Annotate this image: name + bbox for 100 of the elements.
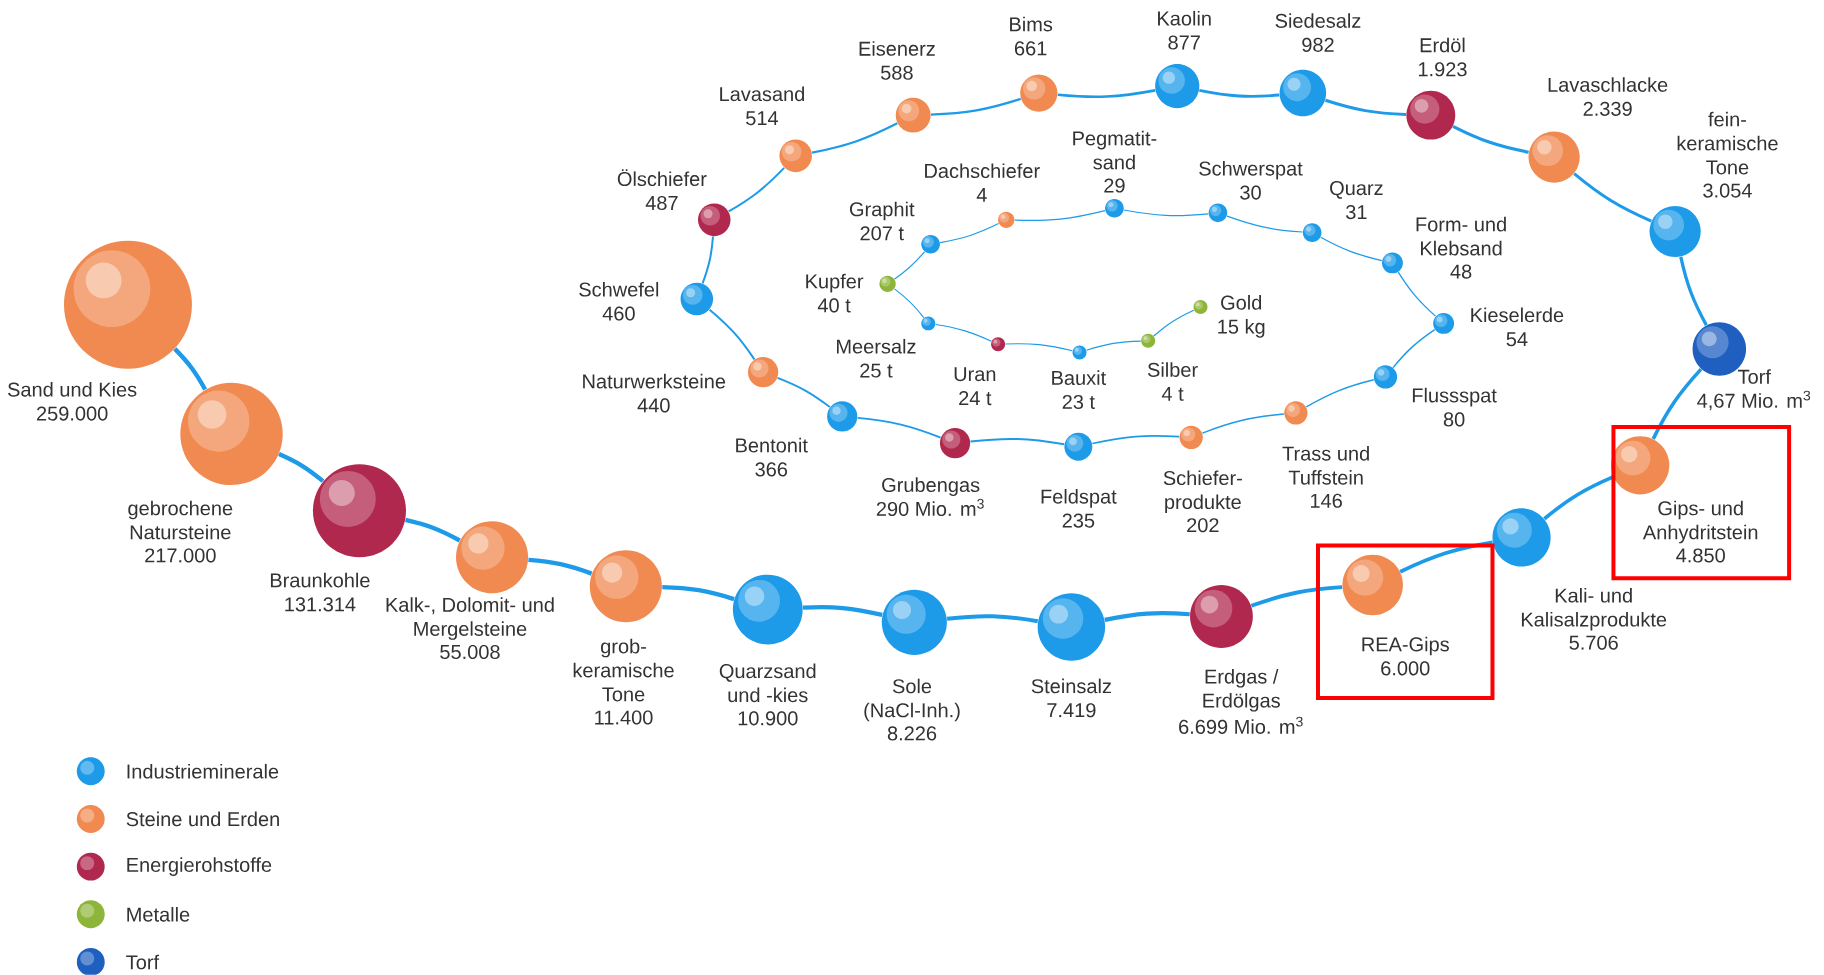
sphere — [180, 382, 283, 486]
spiral-line — [1679, 256, 1708, 326]
sphere — [939, 428, 971, 459]
mineral-label: Kaolin 877 — [1158, 11, 1211, 50]
sphere — [1141, 333, 1156, 348]
sphere — [1064, 432, 1093, 461]
spiral-line — [1057, 89, 1156, 99]
spiral-line — [701, 235, 714, 285]
spiral-line — [1004, 343, 1073, 352]
mineral-label: Sole (NaCl-Inh.) 8.226 — [864, 678, 960, 741]
sphere — [1208, 203, 1228, 223]
spiral-line — [708, 308, 756, 361]
mineral-label: Meersalz 25 t — [837, 339, 916, 378]
spiral-line — [528, 557, 593, 576]
mineral-label: Kieselerde 54 — [1471, 307, 1564, 347]
mineral-label: Erdöl 1.923 — [1418, 37, 1467, 77]
mineral-label: Uran 24 t — [954, 367, 996, 406]
mineral-label: Bentonit 366 — [736, 437, 808, 477]
spiral-line — [1543, 475, 1614, 521]
sphere — [1037, 593, 1106, 661]
sphere — [921, 316, 936, 331]
spiral-line — [1392, 328, 1436, 369]
spiral-line — [1226, 215, 1304, 233]
sphere — [1279, 69, 1327, 117]
mineral-label: Dachschiefer 4 — [925, 163, 1040, 202]
sphere — [779, 139, 812, 173]
spiral-line — [969, 438, 1066, 446]
spiral-line — [1123, 209, 1209, 217]
sphere — [1528, 131, 1580, 183]
spiral-line — [1091, 435, 1181, 445]
mineral-label: Schiefer- produkte 202 — [1163, 470, 1242, 533]
sphere — [697, 203, 731, 237]
sphere — [895, 97, 931, 133]
spiral-line — [939, 223, 1000, 244]
sphere — [1302, 223, 1322, 243]
sphere — [1179, 425, 1203, 450]
legend-label: Industrieminerale — [127, 764, 279, 779]
mineral-label: Gips- und Anhydritstein 4.850 — [1642, 500, 1758, 563]
mineral-label: Eisenerz 588 — [859, 41, 935, 80]
spiral-line — [278, 452, 325, 483]
spiral-line — [1324, 98, 1407, 116]
legend-label: Steine und Erden — [126, 811, 279, 827]
mineral-label: Kali- und Kalisalzprodukte 5.706 — [1521, 588, 1667, 650]
mineral-label: Gold 15 kg — [1218, 295, 1265, 338]
spiral-line — [1320, 236, 1383, 262]
sphere — [1649, 206, 1701, 258]
spiral-line — [935, 324, 992, 342]
mineral-label: Lavasand 514 — [720, 86, 805, 126]
mineral-label: Bauxit 23 t — [1052, 370, 1106, 410]
mineral-label: Pegmatit- sand 29 — [1073, 130, 1157, 193]
sphere — [312, 464, 406, 558]
mineral-label: Quarzsand und -kies 10.900 — [719, 663, 816, 726]
spiral-line — [1399, 540, 1493, 574]
spiral-line — [1250, 585, 1343, 608]
sphere — [732, 574, 803, 645]
legend-label: Torf — [126, 954, 160, 970]
mineral-label: Lavaschlacke 2.339 — [1548, 77, 1668, 116]
sphere — [827, 401, 858, 432]
mineral-label: Trass und Tuffstein 146 — [1282, 446, 1369, 508]
spiral-line — [1153, 309, 1195, 337]
spiral-line — [1651, 368, 1703, 440]
spiral-line — [404, 517, 461, 543]
mineral-label: Ölschiefer 487 — [617, 169, 707, 211]
mineral-label: Kupfer 40 t — [806, 273, 864, 313]
spiral-line — [1452, 125, 1529, 154]
spiral-line — [811, 122, 898, 154]
mineral-label: Erdgas / Erdölgas 6.699 Mio. m$^{3}$ — [1179, 669, 1303, 734]
mineral-label: REA-Gips 6.000 — [1362, 636, 1449, 676]
sphere — [998, 211, 1015, 229]
sphere — [1193, 300, 1208, 315]
mineral-label: Siedesalz 982 — [1275, 13, 1361, 52]
spiral-line — [802, 605, 883, 618]
sphere — [589, 550, 662, 623]
mineral-label: Feldspat 235 — [1041, 489, 1117, 528]
spiral-line — [930, 97, 1022, 116]
sphere — [1020, 74, 1058, 112]
mineral-label: Quarz 31 — [1330, 181, 1383, 220]
sphere — [1155, 64, 1200, 109]
spiral-line — [856, 417, 942, 439]
mineral-label: Kalk-, Dolomit- und Mergelsteine 55.008 — [386, 597, 554, 660]
sphere — [1105, 199, 1124, 218]
mineral-label: fein- keramische Tone 3.054 — [1677, 111, 1778, 198]
sphere — [1342, 554, 1403, 616]
mineral-label: Schwerspat 30 — [1199, 161, 1303, 200]
spiral-line — [1104, 611, 1190, 622]
mineral-label: Grubengas 290 Mio. m$^{3}$ — [876, 477, 984, 517]
sphere — [1373, 365, 1398, 389]
spiral-line — [1014, 210, 1106, 222]
spiral-line — [1573, 172, 1652, 223]
mineral-label: Naturwerksteine 440 — [583, 373, 726, 413]
mineral-label: Bims 661 — [1010, 16, 1053, 56]
spiral-line — [662, 585, 735, 602]
spiral-line — [727, 167, 786, 213]
sphere — [921, 235, 940, 254]
sphere — [748, 357, 779, 388]
sphere — [64, 240, 192, 369]
sphere — [1433, 313, 1455, 334]
spiral-line — [173, 347, 208, 391]
spiral-line — [776, 377, 831, 409]
sphere — [1284, 401, 1308, 425]
